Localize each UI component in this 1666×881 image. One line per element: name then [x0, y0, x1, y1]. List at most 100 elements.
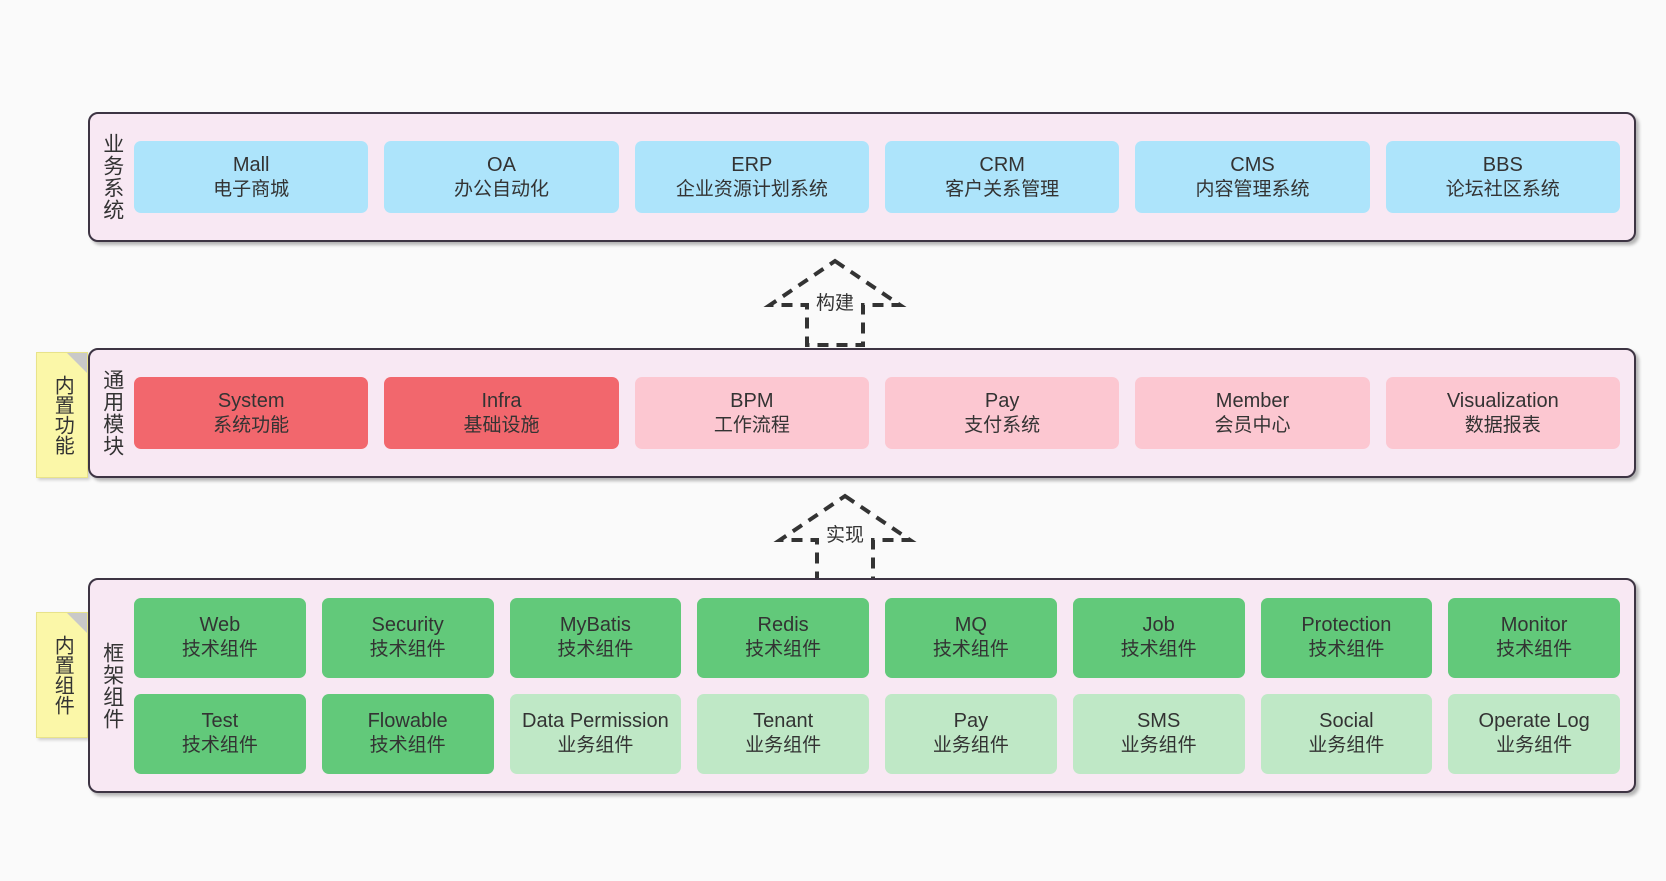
card-title-en: System [217, 389, 285, 412]
card-title-en: BPM [730, 389, 774, 412]
card-title-cn: 客户关系管理 [945, 178, 1060, 200]
card-title-cn: 企业资源计划系统 [675, 178, 828, 200]
card-title-en: Operate Log [1478, 710, 1590, 733]
card-title-en: MyBatis [559, 614, 631, 637]
card-title-cn: 技术组件 [369, 735, 446, 757]
card-oa[interactable]: OA 办公自动化 [384, 141, 619, 213]
layer-common-module-label: 通用模块 [100, 369, 124, 457]
card-title-en: Flowable [367, 710, 448, 733]
card-mall[interactable]: Mall 电子商城 [134, 141, 369, 213]
card-title-en: Web [199, 614, 241, 637]
card-title-cn: 业务组件 [557, 735, 634, 757]
card-title-en: Protection [1301, 614, 1392, 637]
card-data-permission[interactable]: Data Permission 业务组件 [509, 693, 682, 774]
layer-framework-component-body: Web 技术组件 Security 技术组件 MyBatis 技术组件 Redi… [134, 580, 1634, 791]
card-pay-business[interactable]: Pay 业务组件 [885, 693, 1057, 774]
card-title-en: SMS [1136, 710, 1181, 733]
card-title-cn: 工作流程 [713, 414, 790, 436]
card-job[interactable]: Job 技术组件 [1072, 597, 1245, 678]
card-redis[interactable]: Redis 技术组件 [697, 597, 869, 678]
sticky-note-label: 内置功能 [51, 375, 74, 455]
sticky-note-builtin-function: 内置功能 [36, 352, 88, 478]
card-title-cn: 业务组件 [932, 735, 1009, 757]
card-title-en: MQ [954, 614, 987, 637]
sticky-note-label: 内置组件 [51, 635, 74, 715]
card-title-en: Visualization [1446, 389, 1559, 412]
card-web[interactable]: Web 技术组件 [134, 597, 306, 678]
card-visualization[interactable]: Visualization 数据报表 [1385, 377, 1620, 449]
arrow-up-icon [773, 493, 917, 582]
card-bbs[interactable]: BBS 论坛社区系统 [1385, 141, 1620, 213]
card-system[interactable]: System 系统功能 [134, 377, 369, 449]
layer-business-system-body: Mall 电子商城 OA 办公自动化 ERP 企业资源计划系统 CRM 客户关系… [134, 114, 1634, 240]
card-erp[interactable]: ERP 企业资源计划系统 [634, 141, 869, 213]
card-title-en: Job [1142, 614, 1175, 637]
layer-framework-component-label: 框架组件 [100, 641, 124, 730]
card-infra[interactable]: Infra 基础设施 [384, 377, 619, 449]
card-title-cn: 业务组件 [1496, 735, 1573, 757]
card-title-cn: 电子商城 [213, 178, 290, 200]
sticky-note-builtin-component: 内置组件 [36, 612, 88, 738]
card-title-cn: 技术组件 [745, 639, 822, 661]
layer-common-module-body: System 系统功能 Infra 基础设施 BPM 工作流程 Pay 支付系统… [134, 350, 1634, 476]
card-row: System 系统功能 Infra 基础设施 BPM 工作流程 Pay 支付系统… [134, 377, 1620, 449]
card-row: Test 技术组件 Flowable 技术组件 Data Permission … [134, 693, 1620, 774]
card-title-cn: 业务组件 [745, 735, 822, 757]
card-row: Mall 电子商城 OA 办公自动化 ERP 企业资源计划系统 CRM 客户关系… [134, 141, 1620, 213]
card-bpm[interactable]: BPM 工作流程 [634, 377, 869, 449]
card-title-en: CRM [979, 153, 1025, 176]
card-title-cn: 会员中心 [1214, 414, 1291, 436]
card-monitor[interactable]: Monitor 技术组件 [1448, 597, 1620, 678]
card-title-cn: 技术组件 [369, 639, 446, 661]
card-title-cn: 业务组件 [1120, 735, 1197, 757]
card-title-en: Tenant [753, 710, 814, 733]
card-title-en: BBS [1482, 153, 1523, 176]
card-title-cn: 技术组件 [181, 639, 258, 661]
card-mq[interactable]: MQ 技术组件 [885, 597, 1057, 678]
card-title-en: Member [1215, 389, 1290, 412]
card-title-en: Infra [481, 389, 522, 412]
card-title-en: Monitor [1500, 614, 1568, 637]
card-test[interactable]: Test 技术组件 [134, 693, 306, 774]
card-flowable[interactable]: Flowable 技术组件 [321, 693, 494, 774]
card-title-cn: 论坛社区系统 [1445, 178, 1560, 200]
layer-business-system-label: 业务系统 [100, 133, 124, 221]
arrow-build: 构建 [760, 255, 910, 350]
layer-business-system: 业务系统 Mall 电子商城 OA 办公自动化 ERP 企业资源计划系统 CRM… [88, 112, 1636, 242]
card-title-en: Pay [984, 389, 1020, 412]
card-social[interactable]: Social 业务组件 [1260, 693, 1433, 774]
card-title-cn: 技术组件 [932, 639, 1009, 661]
card-security[interactable]: Security 技术组件 [321, 597, 494, 678]
card-title-cn: 技术组件 [557, 639, 634, 661]
card-crm[interactable]: CRM 客户关系管理 [884, 141, 1120, 213]
card-pay[interactable]: Pay 支付系统 [884, 377, 1120, 449]
card-title-cn: 基础设施 [463, 414, 540, 436]
layer-common-module: 通用模块 System 系统功能 Infra 基础设施 BPM 工作流程 Pay… [88, 348, 1636, 478]
card-title-cn: 数据报表 [1464, 414, 1541, 436]
card-operate-log[interactable]: Operate Log 业务组件 [1448, 693, 1620, 774]
card-title-cn: 内容管理系统 [1195, 178, 1310, 200]
card-title-en: Test [201, 710, 239, 733]
card-title-en: Pay [953, 710, 989, 733]
card-protection[interactable]: Protection 技术组件 [1260, 597, 1433, 678]
card-title-cn: 支付系统 [964, 414, 1041, 436]
arrow-implement: 实现 [770, 490, 920, 585]
card-title-en: CMS [1230, 153, 1275, 176]
card-title-en: Security [371, 614, 444, 637]
card-cms[interactable]: CMS 内容管理系统 [1135, 141, 1370, 213]
card-sms[interactable]: SMS 业务组件 [1072, 693, 1245, 774]
card-title-cn: 系统功能 [213, 414, 290, 436]
card-title-cn: 技术组件 [181, 735, 258, 757]
card-title-en: Redis [757, 614, 809, 637]
card-mybatis[interactable]: MyBatis 技术组件 [509, 597, 682, 678]
fold-corner-icon [67, 353, 87, 373]
card-tenant[interactable]: Tenant 业务组件 [697, 693, 869, 774]
card-member[interactable]: Member 会员中心 [1135, 377, 1370, 449]
card-title-en: Data Permission [522, 710, 669, 733]
card-title-en: ERP [731, 153, 773, 176]
layer-framework-component: 框架组件 Web 技术组件 Security 技术组件 MyBatis 技术组件… [88, 578, 1636, 793]
card-title-en: OA [487, 153, 516, 176]
card-title-en: Social [1319, 710, 1374, 733]
card-title-cn: 业务组件 [1308, 735, 1385, 757]
fold-corner-icon [67, 613, 87, 633]
